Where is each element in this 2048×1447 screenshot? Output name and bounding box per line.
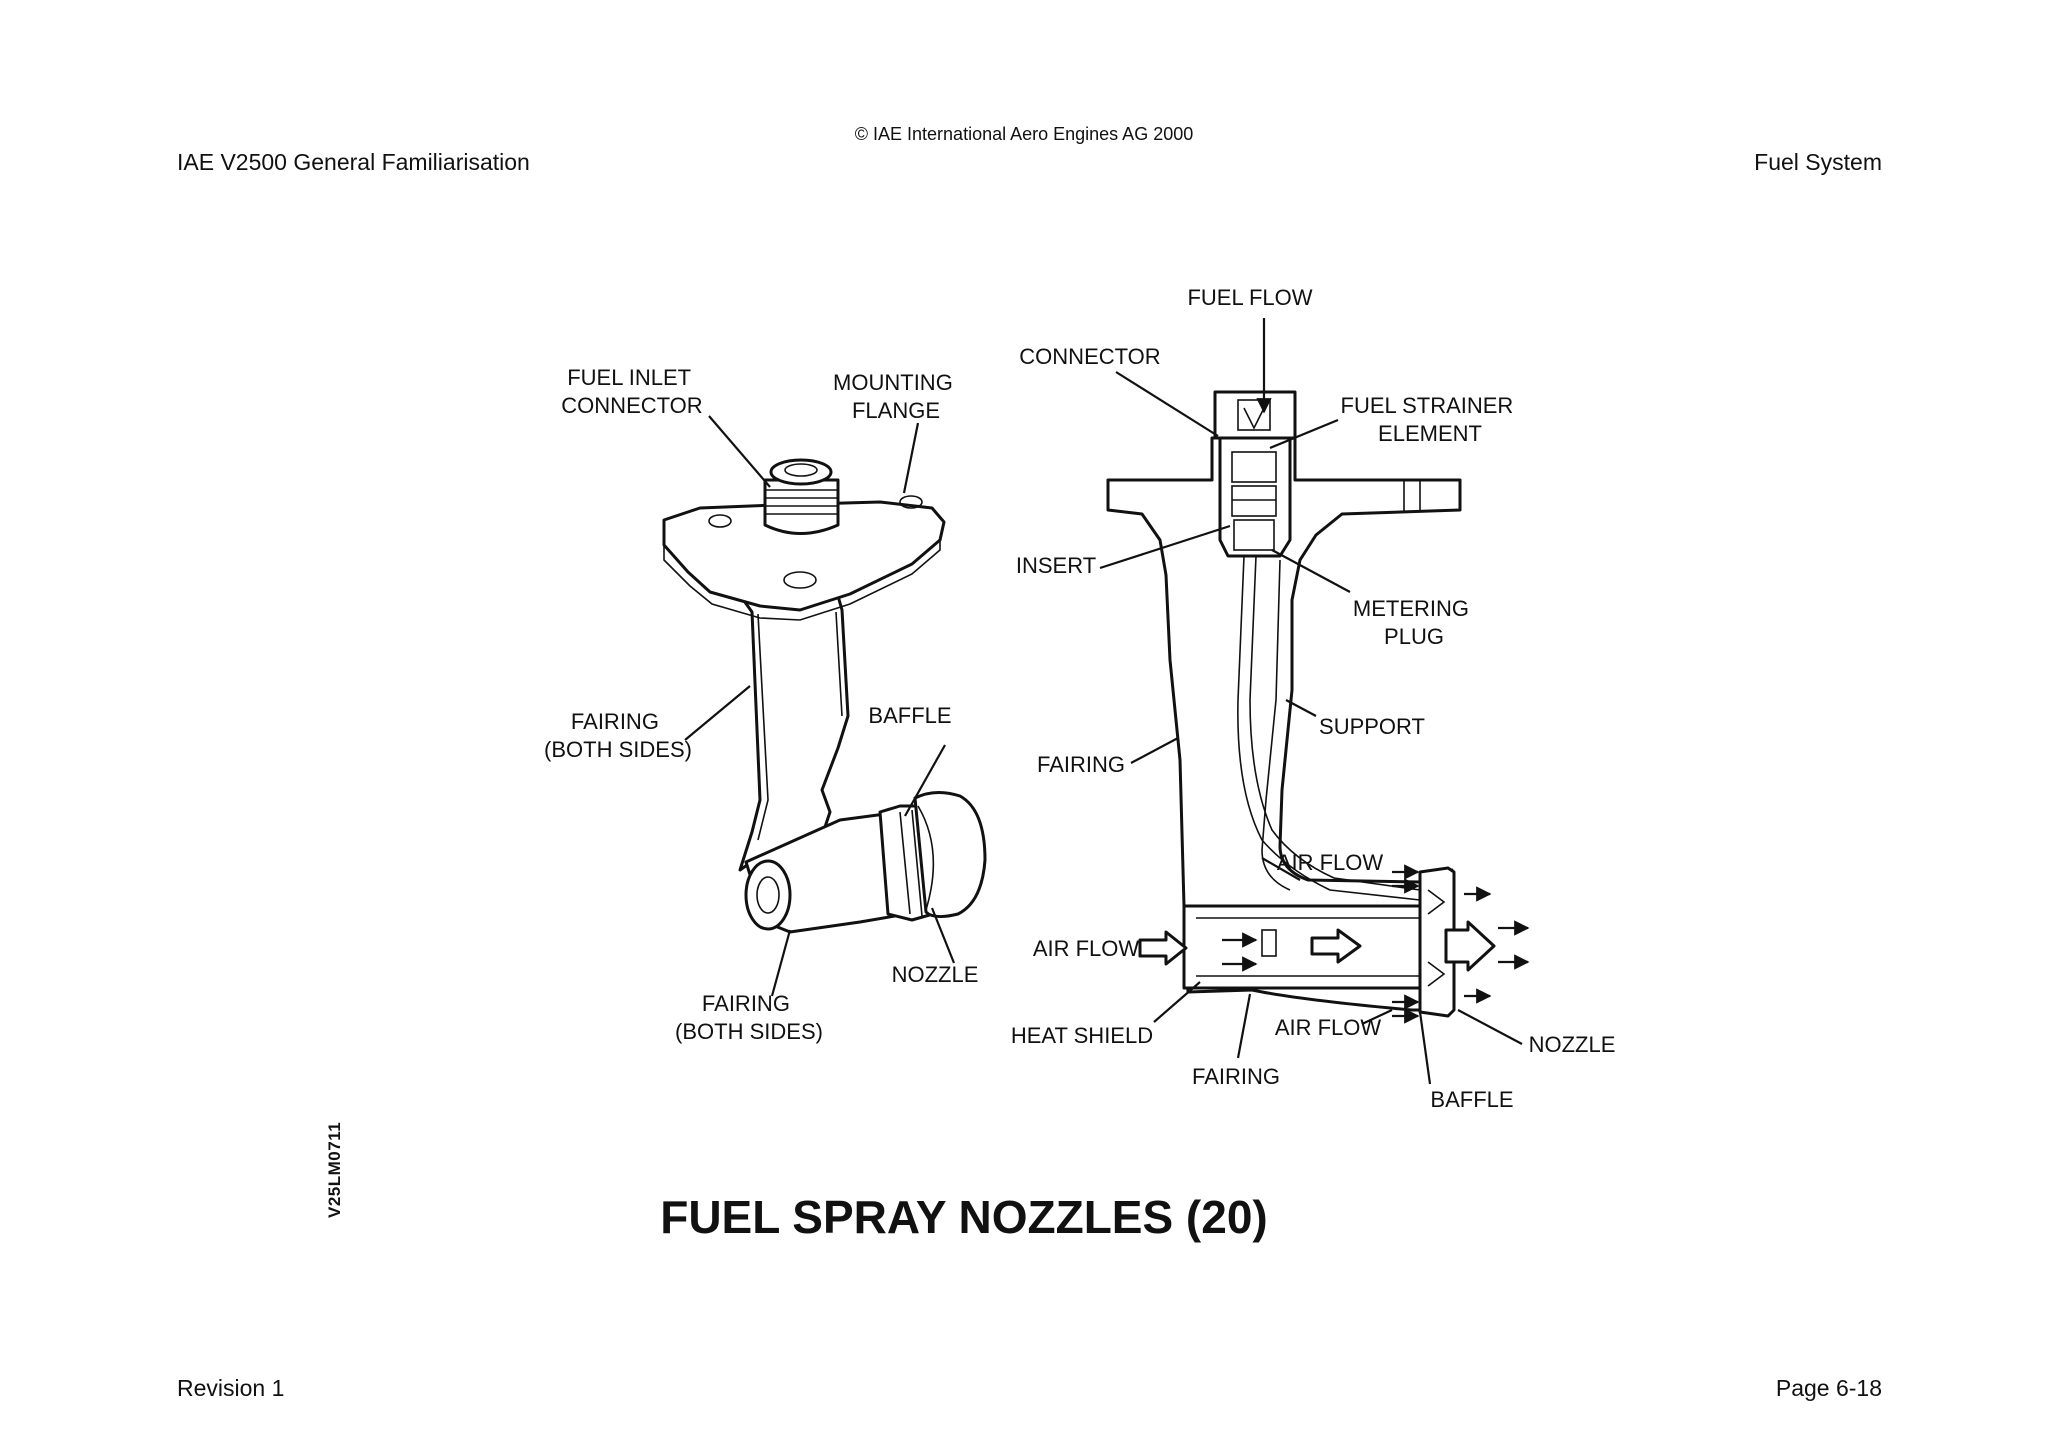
figure-title: FUEL SPRAY NOZZLES (20) [660,1191,1268,1243]
label-fairing-bottom-right: FAIRING [1192,1064,1280,1089]
flange-bolt-hole-right [899,495,923,509]
label-fairing-both-sides-top: FAIRING (BOTH SIDES) [544,709,692,762]
right-view-leaders [1099,371,1523,1085]
document-title: IAE V2500 General Familiarisation [177,149,530,175]
label-fuel-flow: FUEL FLOW [1187,285,1312,310]
connector-strainer-drawing [1213,390,1297,558]
label-insert: INSERT [1016,553,1096,578]
flange-bolt-hole-left [708,514,732,528]
label-metering-plug: METERING PLUG [1353,596,1475,649]
revision-label: Revision 1 [177,1375,285,1401]
left-nozzle-drawing [662,458,987,934]
label-fairing-right: FAIRING [1037,752,1125,777]
right-nozzle-tip-drawing [1418,866,1496,1018]
page-number: Page 6-18 [1775,1375,1882,1401]
label-mounting-flange: MOUNTING FLANGE [833,370,959,423]
label-air-flow-bottom: AIR FLOW [1275,1015,1382,1040]
label-fuel-strainer-element: FUEL STRAINER ELEMENT [1341,393,1520,446]
section-title: Fuel System [1754,149,1882,175]
label-connector: CONNECTOR [1019,344,1160,369]
label-air-flow-top: AIR FLOW [1277,850,1384,875]
label-air-flow-left: AIR FLOW [1033,936,1140,961]
label-baffle-left: BAFFLE [868,703,951,728]
label-nozzle-right: NOZZLE [1529,1032,1616,1057]
left-nozzle-tip-drawing [878,791,987,922]
label-support: SUPPORT [1319,714,1425,739]
label-nozzle-left: NOZZLE [892,962,979,987]
fuel-inlet-connector-drawing [763,458,840,535]
label-fuel-inlet-connector: FUEL INLET CONNECTOR [561,365,702,418]
right-nozzle-section-drawing [1106,318,1530,1024]
label-baffle-right: BAFFLE [1430,1087,1513,1112]
copyright-notice: © IAE International Aero Engines AG 2000 [854,124,1194,144]
left-view-leaders [684,415,956,997]
label-heat-shield: HEAT SHIELD [1011,1023,1153,1048]
flange-bolt-hole-bottom [783,571,817,589]
label-fairing-both-sides-bottom: FAIRING (BOTH SIDES) [675,991,823,1044]
